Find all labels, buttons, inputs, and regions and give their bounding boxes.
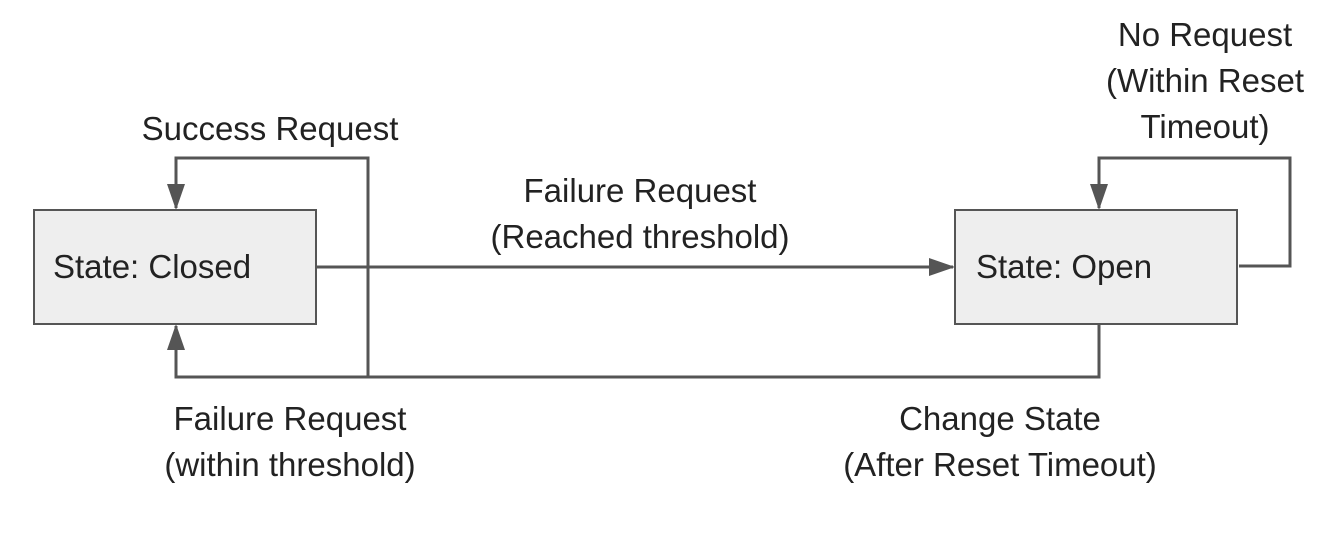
failure-threshold-label: Failure Request (Reached threshold) [430,168,850,260]
state-open-box: State: Open [954,209,1238,325]
state-open-label: State: Open [976,248,1153,285]
no-request-label: No Request (Within Reset Timeout) [1080,12,1330,150]
change-state-line2: (After Reset Timeout) [843,446,1157,483]
state-closed-label: State: Closed [53,248,252,285]
change-state-label: Change State (After Reset Timeout) [790,396,1210,488]
no-request-line3: Timeout) [1140,108,1270,145]
no-request-line2: (Within Reset [1105,62,1305,99]
failure-within-label: Failure Request (within threshold) [110,396,470,488]
success-request-label: Success Request [100,106,440,152]
change-state-arrow [167,324,1101,379]
failure-within-line2: (within threshold) [164,446,416,483]
success-request-text: Success Request [141,110,399,147]
change-state-line1: Change State [899,400,1101,437]
no-request-arrow [1090,156,1292,268]
failure-threshold-line1: Failure Request [523,172,757,209]
failure-threshold-line2: (Reached threshold) [490,218,790,255]
no-request-line1: No Request [1117,16,1293,53]
state-closed-box: State: Closed [33,209,317,325]
failure-within-line1: Failure Request [173,400,407,437]
